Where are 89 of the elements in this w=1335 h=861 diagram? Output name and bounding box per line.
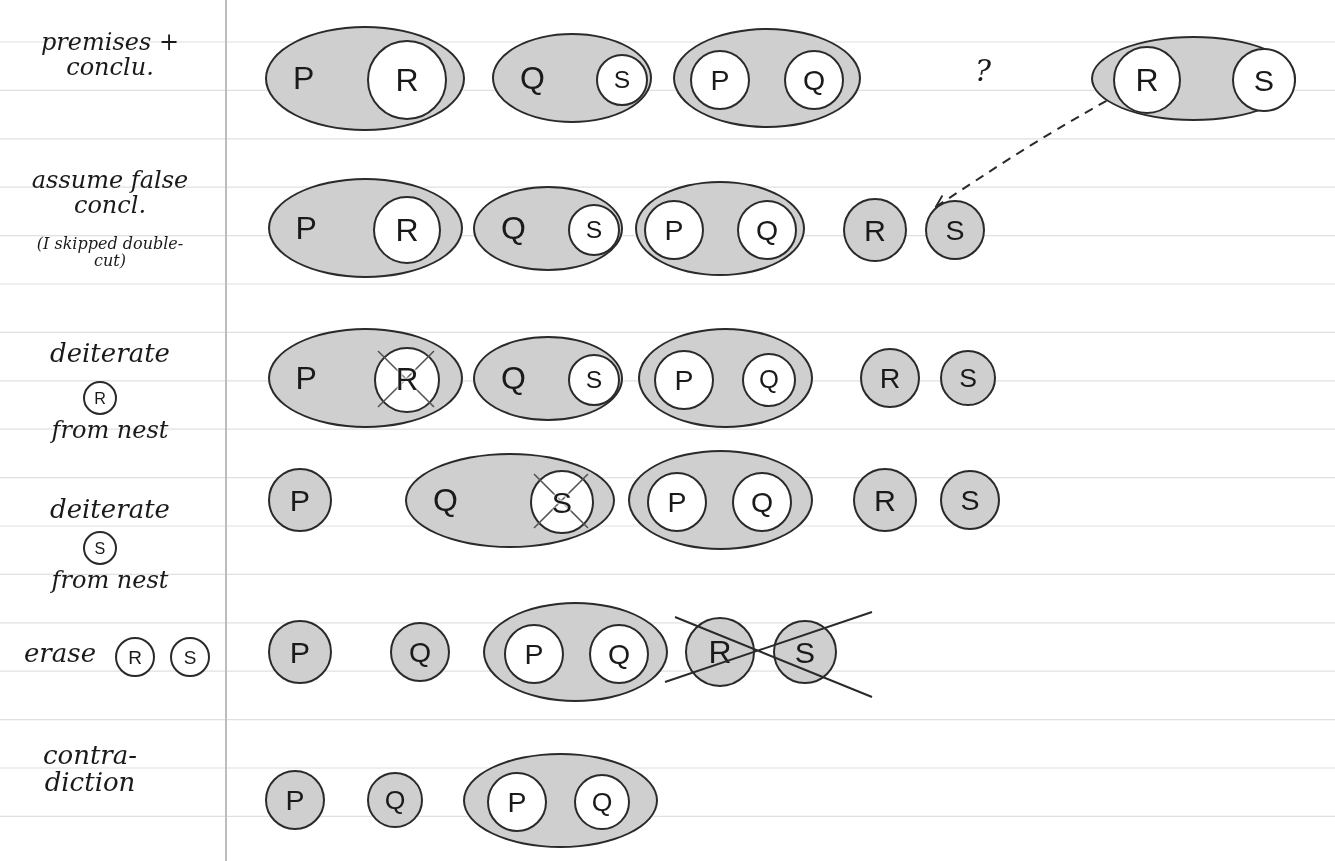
variable-letter: R [94, 389, 106, 407]
variable-letter: S [94, 539, 106, 557]
cut-circle [589, 624, 649, 684]
variable-letter: S [794, 636, 816, 668]
cut-circle [390, 622, 450, 682]
circled-letter [83, 381, 117, 415]
circled-letter [115, 637, 155, 677]
circled-letter [170, 637, 210, 677]
variable-letter: Q [384, 786, 406, 814]
cut-circle [367, 40, 447, 120]
variable-letter: S [585, 217, 603, 243]
cut-circle [504, 624, 564, 684]
cut-circle [742, 353, 796, 407]
variable-letter: R [864, 214, 886, 246]
variable-letter: P [295, 212, 317, 244]
cut-circle [644, 200, 704, 260]
cut-circle [940, 350, 996, 406]
step-note: contra- diction [41, 742, 139, 797]
cut-circle [265, 770, 325, 830]
variable-letter: S [960, 485, 980, 515]
variable-letter: R [128, 647, 142, 667]
variable-letter: P [524, 639, 544, 669]
variable-letter: R [1135, 64, 1159, 96]
step-note: deiterate [49, 496, 171, 524]
dashed-arrow [934, 99, 1108, 208]
step-note: (I skipped double-cut) [35, 236, 185, 270]
cut-circle [773, 620, 837, 684]
variable-letter: S [613, 67, 631, 93]
cut-circle [940, 470, 1000, 530]
variable-letter: R [395, 64, 419, 96]
variable-letter: P [289, 636, 311, 668]
cut-circle [574, 774, 630, 830]
variable-letter: Q [750, 487, 774, 517]
cut-circle [925, 200, 985, 260]
step-note: from nest [49, 418, 170, 444]
cut-circle [268, 468, 332, 532]
cut-circle [690, 50, 750, 110]
variable-letter: R [708, 636, 732, 668]
cut-circle [784, 50, 844, 110]
variable-letter: P [710, 65, 730, 95]
cut-circle [373, 196, 441, 264]
variable-letter: P [674, 365, 694, 395]
variable-letter: Q [433, 484, 458, 516]
cut-circle [654, 350, 714, 410]
step-note: assume false concl. [30, 168, 190, 219]
variable-letter: Q [755, 215, 779, 245]
circled-letter [83, 531, 117, 565]
variable-letter: S [959, 364, 977, 392]
cut-circle [732, 472, 792, 532]
cut-circle [737, 200, 797, 260]
step-note: premises + conclu. [39, 30, 180, 81]
variable-letter: Q [501, 362, 526, 394]
variable-letter: S [945, 215, 965, 245]
variable-letter: Q [759, 367, 779, 393]
variable-letter: S [183, 647, 197, 667]
step-note: deiterate [49, 340, 171, 368]
variable-letter: P [285, 785, 305, 815]
cut-circle [367, 772, 423, 828]
variable-letter: R [879, 363, 901, 393]
cut-circle [568, 354, 620, 406]
cut-circle [860, 348, 920, 408]
variable-letter: R [874, 484, 896, 516]
cut-circle [647, 472, 707, 532]
variable-letter: Q [607, 639, 631, 669]
cut-circle [843, 198, 907, 262]
variable-letter: Q [802, 65, 826, 95]
cut-circle [268, 620, 332, 684]
variable-letter: S [1253, 64, 1275, 96]
variable-letter: P [507, 787, 527, 817]
step-note: from nest [49, 568, 170, 594]
variable-letter: P [293, 62, 315, 94]
variable-letter: P [664, 215, 684, 245]
variable-letter: P [295, 362, 317, 394]
variable-letter: Q [408, 637, 432, 667]
cut-circle [1113, 46, 1181, 114]
variable-letter: P [289, 484, 311, 516]
variable-letter: Q [501, 212, 526, 244]
question-mark: ? [973, 55, 993, 87]
variable-letter: Q [591, 788, 613, 816]
cut-circle [853, 468, 917, 532]
cut-circle [1232, 48, 1296, 112]
variable-letter: S [585, 367, 603, 393]
cut-circle [487, 772, 547, 832]
variable-letter: P [667, 487, 687, 517]
cut-circle [596, 54, 648, 106]
variable-letter: Q [520, 62, 545, 94]
cut-circle [568, 204, 620, 256]
variable-letter: R [395, 214, 419, 246]
step-note: erase [22, 640, 97, 668]
